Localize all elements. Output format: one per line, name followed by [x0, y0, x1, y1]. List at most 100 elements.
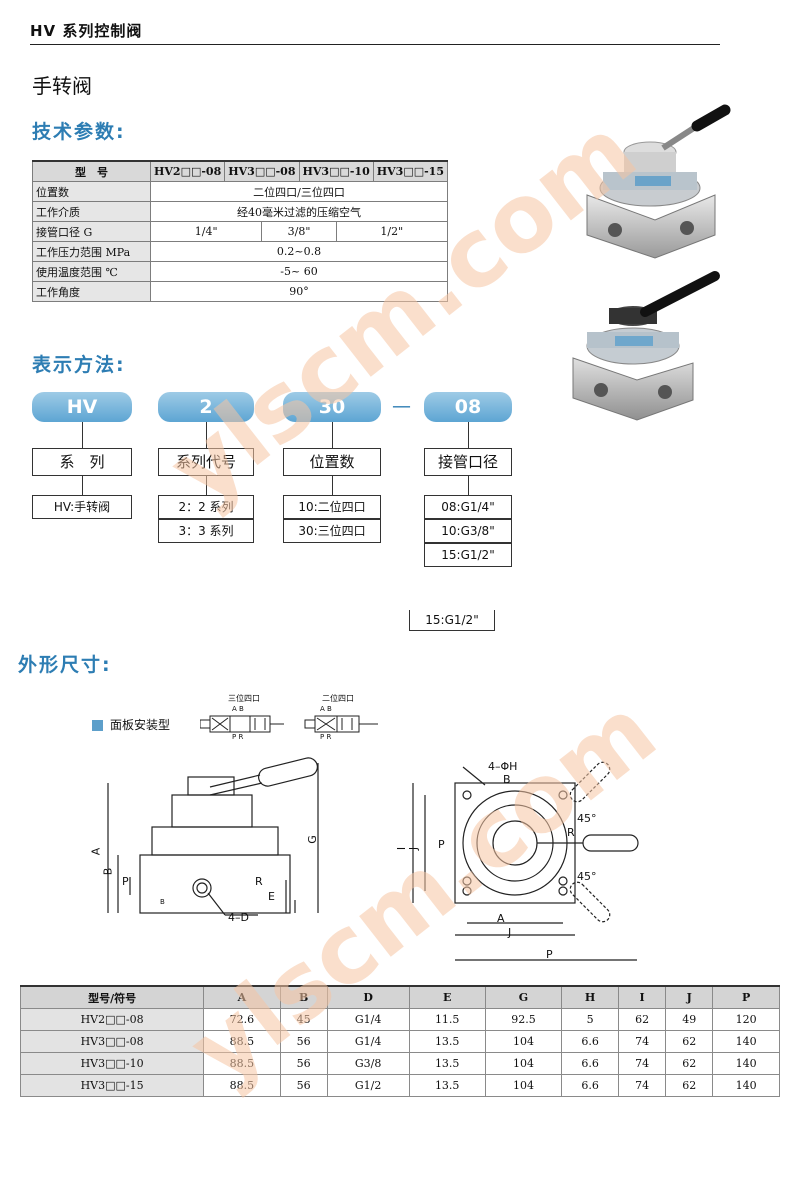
- dim-cell: 6.6: [561, 1074, 620, 1097]
- legend-label: 面板安装型: [110, 718, 171, 732]
- dim-cell: 104: [484, 1074, 563, 1097]
- spec-label: 位置数: [32, 181, 151, 202]
- dim-cell: 88.5: [203, 1074, 281, 1097]
- dim-row: HV3□□-08 88.5 56 G1/4 13.5 104 6.6 74 62…: [19, 1030, 780, 1053]
- dim-cell: G1/2: [326, 1074, 410, 1097]
- dim-header-cell: 型号/符号: [19, 985, 205, 1009]
- dim-cell: 6.6: [561, 1052, 620, 1075]
- code-pill-port: 08: [424, 392, 512, 422]
- connector-line: [206, 422, 207, 448]
- dim-header-cell: I: [618, 985, 667, 1009]
- spec-row: 接管口径 G 1/4" 3/8" 1/2": [32, 221, 449, 242]
- valve-photo-1: [586, 104, 731, 259]
- symbol-pr-2: P R: [320, 733, 332, 741]
- dim-row: HV3□□-10 88.5 56 G3/8 13.5 104 6.6 74 62…: [19, 1052, 780, 1075]
- valve-symbols: [200, 715, 378, 733]
- dim-label-b2: B: [503, 773, 511, 786]
- option-port: 08:G1/4": [424, 495, 512, 519]
- dimension-table: 型号/符号 A B D E G H I J P HV2□□-08 72.6 45…: [19, 985, 780, 1097]
- dim-cell: 104: [484, 1030, 563, 1053]
- spec-value: 经40毫米过滤的压缩空气: [150, 201, 448, 222]
- dim-cell: 6.6: [561, 1030, 620, 1053]
- dim-cell: 13.5: [408, 1030, 486, 1053]
- dim-cell: 13.5: [408, 1074, 486, 1097]
- spec-label: 工作介质: [32, 201, 151, 222]
- dim-cell: 56: [279, 1052, 328, 1075]
- dim-cell: 62: [665, 1074, 714, 1097]
- spec-header-cell: HV3□□-15: [372, 160, 449, 182]
- spec-row: 位置数 二位四口/三位四口: [32, 181, 448, 202]
- dim-cell: 72.6: [203, 1008, 281, 1031]
- spec-value: 二位四口/三位四口: [150, 181, 448, 202]
- dim-cell: 62: [618, 1008, 667, 1031]
- spec-value: 3/8": [261, 221, 337, 242]
- dim-label-small-b: B: [160, 898, 165, 906]
- section-title-method: 表示方法:: [32, 354, 126, 376]
- dim-cell: 92.5: [484, 1008, 563, 1031]
- connector-line: [332, 422, 333, 448]
- dim-cell: 74: [618, 1030, 667, 1053]
- spec-label: 使用温度范围 ℃: [32, 261, 151, 282]
- dim-cell: HV3□□-08: [19, 1030, 205, 1053]
- dim-header-cell: G: [484, 985, 563, 1009]
- option-series: HV:手转阀: [32, 495, 132, 519]
- dim-cell: 74: [618, 1074, 667, 1097]
- dim-cell: G1/4: [326, 1030, 410, 1053]
- spec-value: 90°: [150, 281, 448, 302]
- option-port: 10:G3/8": [424, 519, 512, 543]
- dim-label-b: B: [101, 867, 115, 876]
- dim-label-g: G: [305, 835, 319, 844]
- dim-header-cell: P: [712, 985, 780, 1009]
- dim-header-cell: B: [279, 985, 328, 1009]
- dim-cell: 11.5: [408, 1008, 486, 1031]
- valve-photo-2: [572, 271, 720, 421]
- dim-cell: 74: [618, 1052, 667, 1075]
- dim-cell: 140: [712, 1030, 780, 1053]
- side-view-drawing: [107, 757, 319, 916]
- stray-option: 15:G1/2": [409, 610, 495, 631]
- option-code: 2：2 系列: [158, 495, 254, 519]
- dim-label-r: R: [255, 875, 263, 888]
- dim-label-d: 4–D: [228, 911, 249, 924]
- dim-cell: 62: [665, 1030, 714, 1053]
- spec-header-cell: HV3□□-08: [224, 160, 300, 182]
- dim-label-a2: A: [497, 912, 505, 925]
- dim-cell: 49: [665, 1008, 714, 1031]
- option-code: 3：3 系列: [158, 519, 254, 543]
- symbol-3pos-label: 三位四口: [228, 694, 260, 703]
- spec-header-cell: HV2□□-08: [149, 160, 226, 182]
- code-pill-series-code: 2: [158, 392, 254, 422]
- spec-label: 接管口径 G: [32, 221, 151, 242]
- spec-row: 工作压力范围 MPa 0.2~0.8: [32, 241, 448, 262]
- dim-row: HV2□□-08 72.6 45 G1/4 11.5 92.5 5 62 49 …: [19, 1008, 780, 1031]
- connector-line: [82, 422, 83, 448]
- spec-header-row: 型 号 HV2□□-08 HV3□□-08 HV3□□-10 HV3□□-15: [32, 160, 449, 182]
- code-pill-positions: 30: [283, 392, 381, 422]
- page-subtitle: 手转阀: [32, 74, 92, 98]
- dim-cell: 62: [665, 1052, 714, 1075]
- connector-line: [468, 422, 469, 448]
- connector-line: [82, 475, 83, 495]
- legend-swatch: [92, 720, 103, 731]
- dim-label-j-bottom: J: [508, 926, 512, 939]
- option-positions: 30:三位四口: [283, 519, 381, 543]
- symbol-2pos-label: 二位四口: [322, 694, 354, 703]
- dim-cell: 120: [712, 1008, 780, 1031]
- spec-row: 工作角度 90°: [32, 281, 448, 302]
- spec-row: 工作介质 经40毫米过滤的压缩空气: [32, 201, 448, 222]
- dim-cell: HV3□□-10: [19, 1052, 205, 1075]
- connector-line: [332, 475, 333, 495]
- top-view-drawing: [412, 761, 639, 961]
- symbol-ab-2: A B: [320, 705, 332, 713]
- label-port: 接管口径: [424, 448, 512, 476]
- dim-cell: 56: [279, 1074, 328, 1097]
- symbol-pr: P R: [232, 733, 244, 741]
- dim-label-r2: R: [567, 826, 575, 839]
- section-title-dimensions: 外形尺寸:: [18, 654, 112, 676]
- label-series-code: 系列代号: [158, 448, 254, 476]
- dim-cell: HV2□□-08: [19, 1008, 205, 1031]
- option-positions: 10:二位四口: [283, 495, 381, 519]
- label-series: 系 列: [32, 448, 132, 476]
- dim-cell: 5: [561, 1008, 620, 1031]
- dim-label-p: P: [122, 875, 129, 888]
